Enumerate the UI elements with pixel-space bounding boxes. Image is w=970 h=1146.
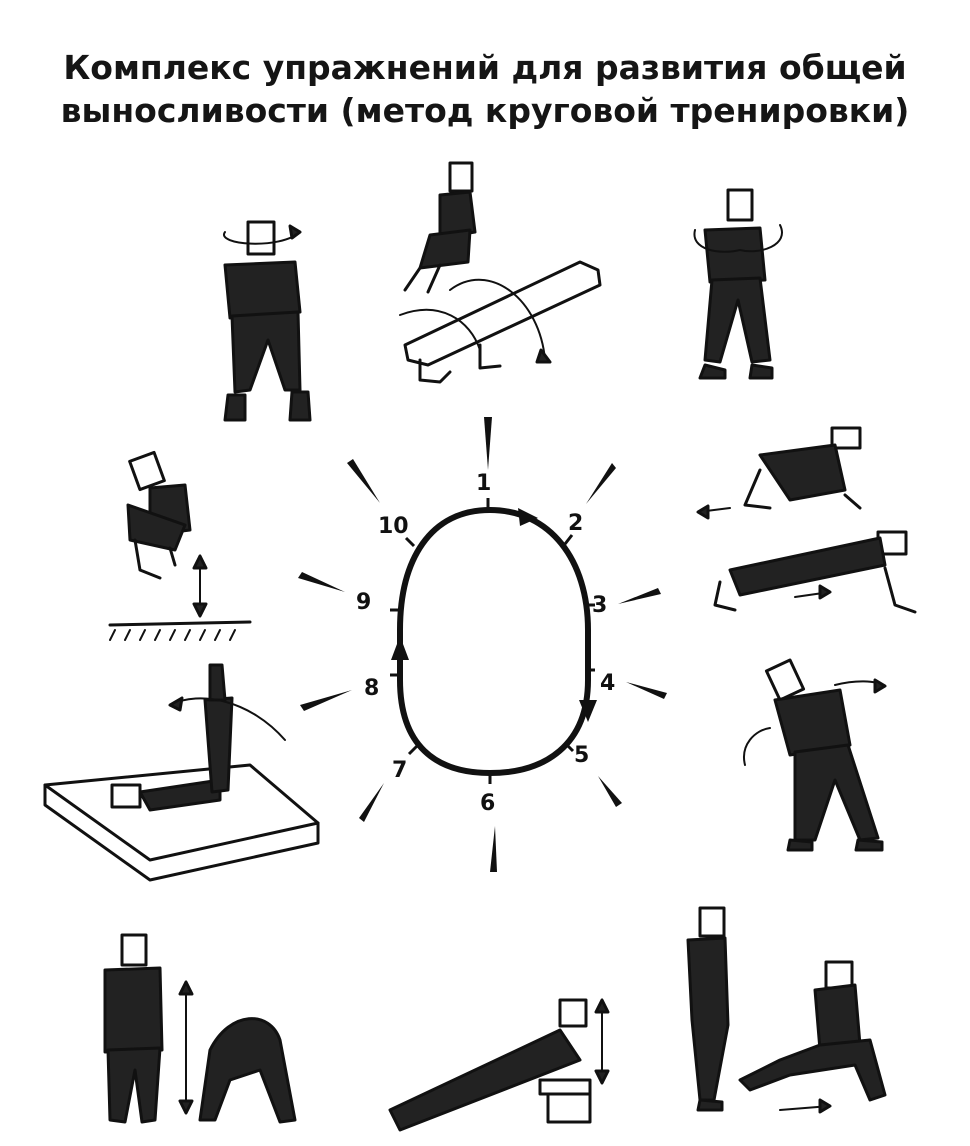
figure-side-bend bbox=[743, 658, 887, 852]
spoke-5 bbox=[598, 776, 622, 807]
figure-bench-pushup bbox=[388, 998, 610, 1132]
figure-bench-jump bbox=[399, 161, 602, 384]
figure-crawl-pushup bbox=[696, 426, 917, 614]
figure-squat-jump bbox=[108, 450, 252, 641]
figure-arm-circles bbox=[693, 188, 783, 380]
track-ticks bbox=[390, 498, 595, 784]
title-line-2: выносливости (метод круговой тренировки) bbox=[60, 91, 910, 130]
spoke-3 bbox=[618, 588, 661, 604]
station-label-1: 1 bbox=[476, 471, 491, 496]
figure-mat-leg-raise bbox=[43, 663, 320, 882]
station-label-4: 4 bbox=[600, 671, 615, 696]
spoke-7 bbox=[359, 783, 384, 822]
radial-spokes bbox=[298, 417, 667, 872]
track-arrow-right bbox=[579, 700, 597, 722]
spoke-8 bbox=[300, 690, 352, 711]
spoke-10 bbox=[347, 459, 380, 503]
figure-forward-bend bbox=[103, 933, 297, 1124]
spoke-6 bbox=[490, 826, 497, 872]
spoke-1 bbox=[484, 417, 492, 470]
station-label-10: 10 bbox=[378, 514, 409, 539]
figure-head-rotation bbox=[223, 220, 312, 422]
spoke-9 bbox=[298, 572, 345, 592]
station-label-9: 9 bbox=[356, 590, 371, 615]
diagram-title: Комплекс упражнений для развития общей в… bbox=[0, 46, 970, 132]
track-arrow-top bbox=[518, 508, 538, 526]
station-label-8: 8 bbox=[364, 676, 379, 701]
station-label-5: 5 bbox=[574, 743, 589, 768]
station-label-6: 6 bbox=[480, 791, 495, 816]
station-label-3: 3 bbox=[592, 593, 607, 618]
spoke-4 bbox=[626, 682, 667, 699]
station-label-2: 2 bbox=[568, 511, 583, 536]
track-arrow-left bbox=[391, 636, 409, 660]
station-labels: 1 2 3 4 5 6 7 8 9 10 bbox=[356, 471, 615, 816]
station-label-7: 7 bbox=[392, 758, 407, 783]
circuit-track bbox=[397, 506, 591, 777]
spoke-2 bbox=[586, 463, 616, 504]
figure-lunge bbox=[686, 906, 887, 1114]
title-line-1: Комплекс упражнений для развития общей bbox=[63, 48, 907, 87]
